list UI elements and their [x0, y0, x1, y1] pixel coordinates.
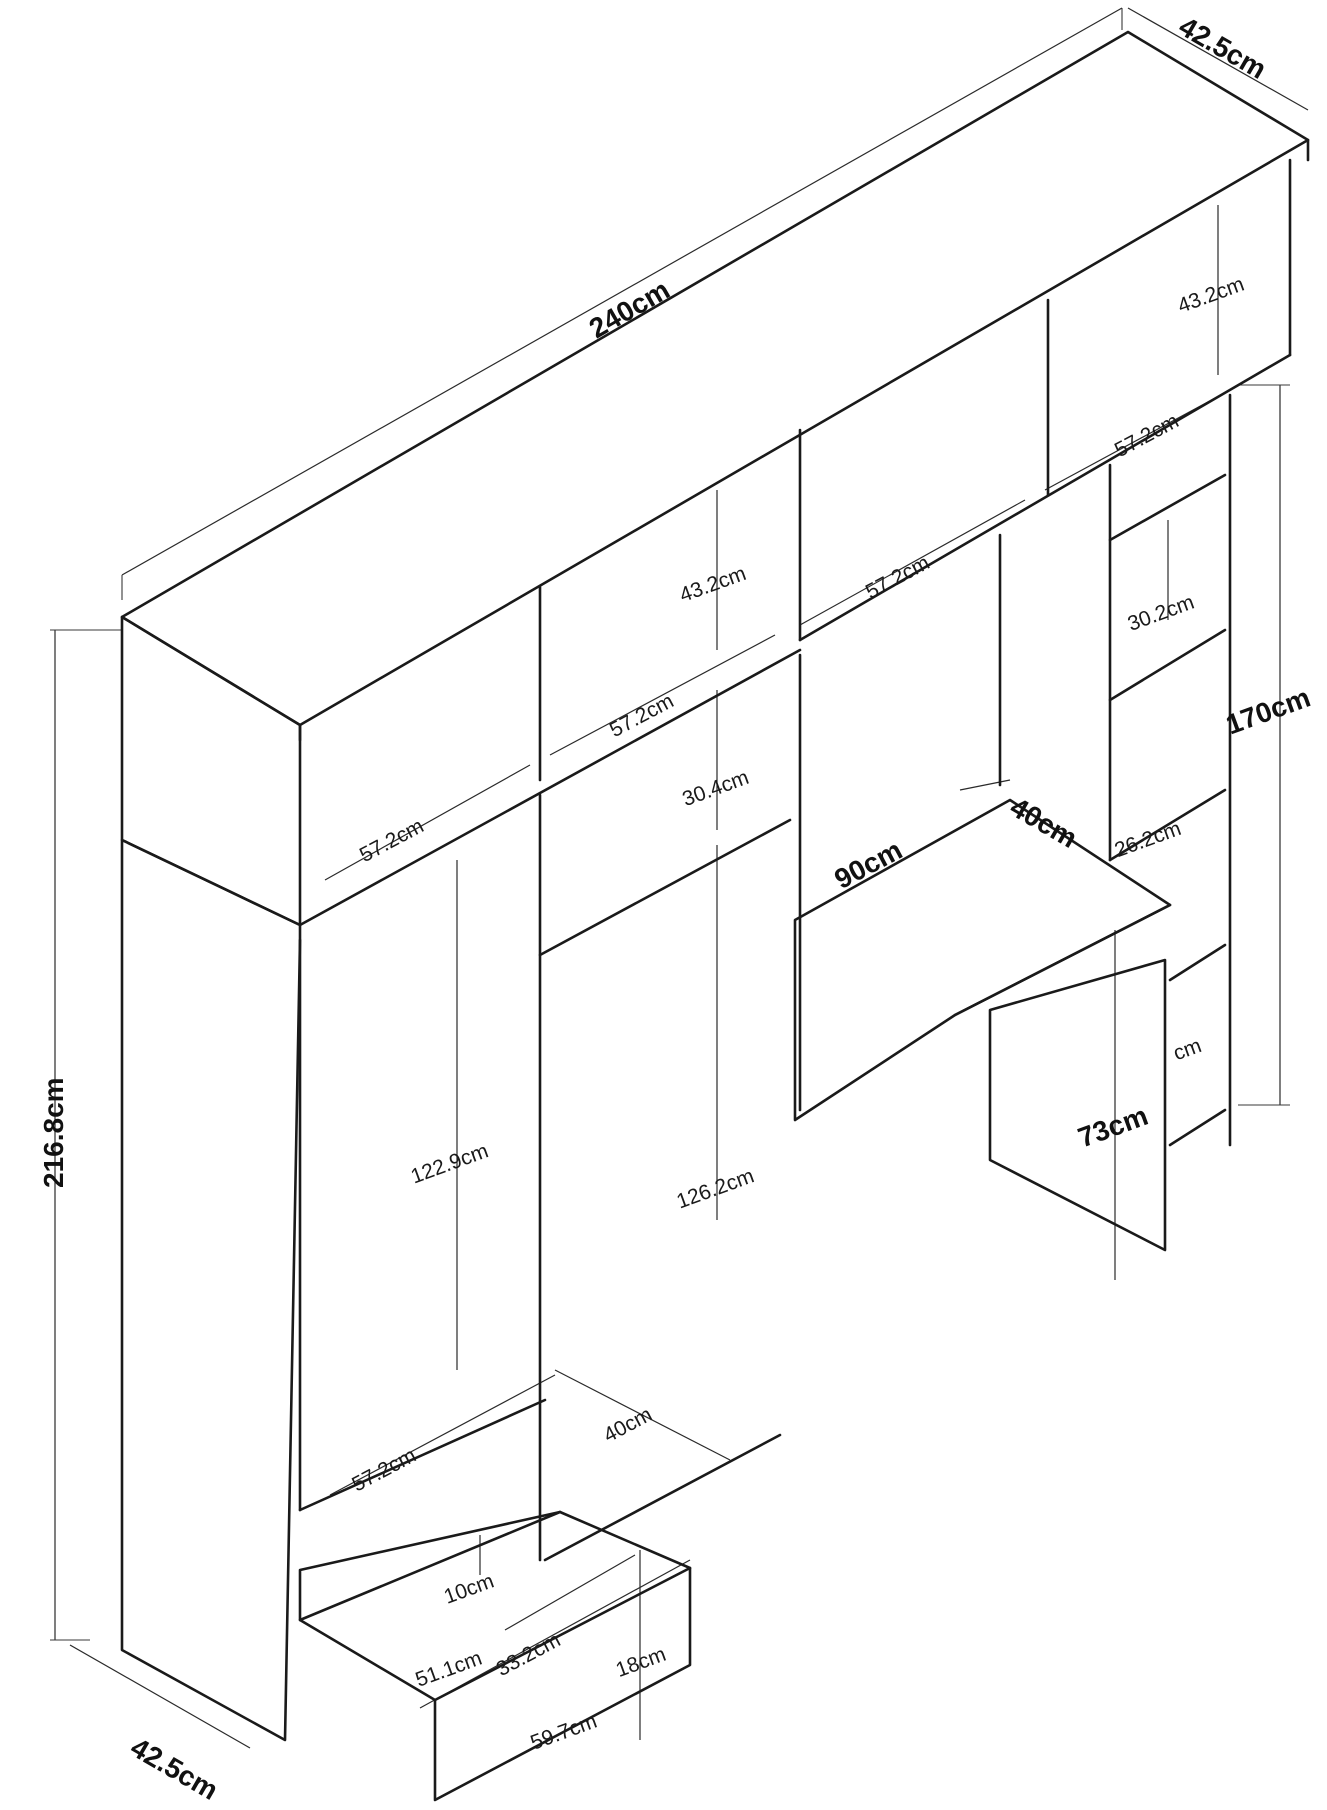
- label-side-lower-shelf-height: 26.2cm: [1112, 817, 1185, 862]
- label-drawer-width: 59.7cm: [527, 1710, 600, 1755]
- label-overall-height: 216.8cm: [38, 1077, 69, 1188]
- label-right-cabinet-depth: 40cm: [600, 1403, 656, 1447]
- label-drawer-inner-height: 10cm: [441, 1569, 497, 1608]
- label-top-right-shelf-width: 57.2cm: [1111, 409, 1183, 462]
- label-top-center-shelf-width: 57.2cm: [862, 551, 934, 604]
- dimension-labels: 240cm 42.5cm 216.8cm 42.5cm 170cm 90cm 4…: [38, 11, 1314, 1806]
- label-side-bottom-cut: cm: [1170, 1034, 1204, 1065]
- label-mid-shelf-height: 30.4cm: [679, 766, 752, 811]
- label-desk-width: 90cm: [829, 834, 907, 895]
- label-left-cabinet-width: 57.2cm: [348, 1444, 420, 1497]
- dimension-lines: [50, 7, 1309, 1749]
- label-top-mid-shelf-height: 43.2cm: [677, 562, 750, 607]
- label-top-mid-shelf-width: 57.2cm: [606, 689, 678, 742]
- label-top-left-shelf-width: 57.2cm: [356, 814, 428, 867]
- label-overall-width: 240cm: [584, 274, 675, 344]
- label-right-cabinet-height: 126.2cm: [674, 1164, 758, 1213]
- label-desk-depth: 40cm: [1005, 791, 1083, 854]
- label-left-cabinet-height: 122.9cm: [408, 1139, 492, 1188]
- label-bottom-depth: 42.5cm: [126, 1732, 224, 1806]
- label-drawer-inner-width: 33.2cm: [493, 1628, 565, 1681]
- label-drawer-depth: 51.1cm: [412, 1647, 485, 1692]
- furniture-outline: [120, 30, 1310, 1802]
- label-top-depth: 42.5cm: [1174, 11, 1272, 85]
- label-right-height: 170cm: [1222, 681, 1315, 740]
- label-side-shelf-height: 30.2cm: [1125, 591, 1198, 636]
- label-top-right-shelf-height: 43.2cm: [1175, 273, 1248, 318]
- label-desk-height: 73cm: [1074, 1100, 1152, 1154]
- label-drawer-height: 18cm: [613, 1643, 669, 1682]
